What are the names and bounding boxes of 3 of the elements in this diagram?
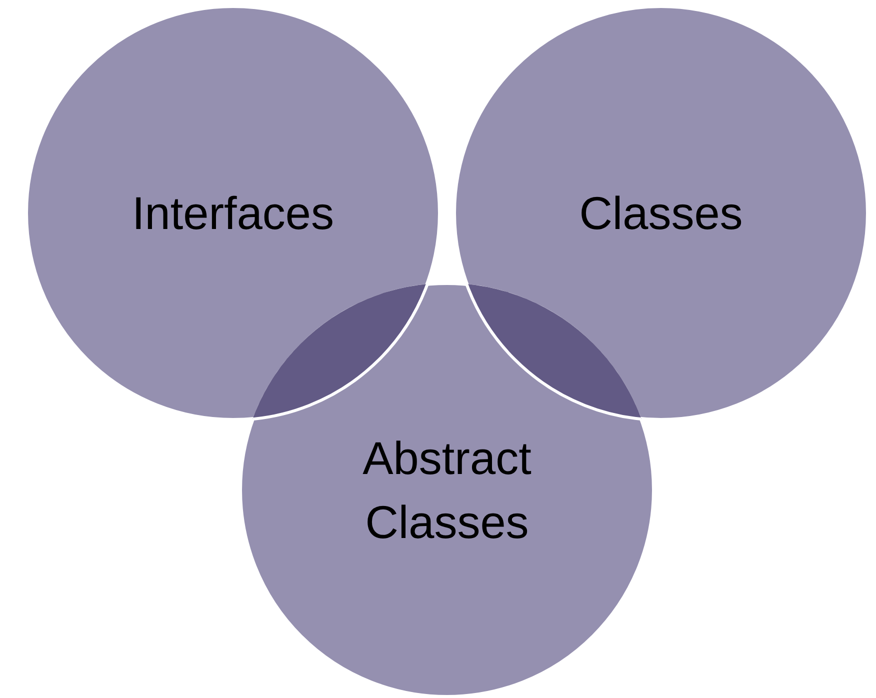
circle-label: Classes [578, 186, 744, 241]
circle-label: Abstract Classes [362, 431, 532, 550]
circle-label: Interfaces [131, 186, 335, 241]
